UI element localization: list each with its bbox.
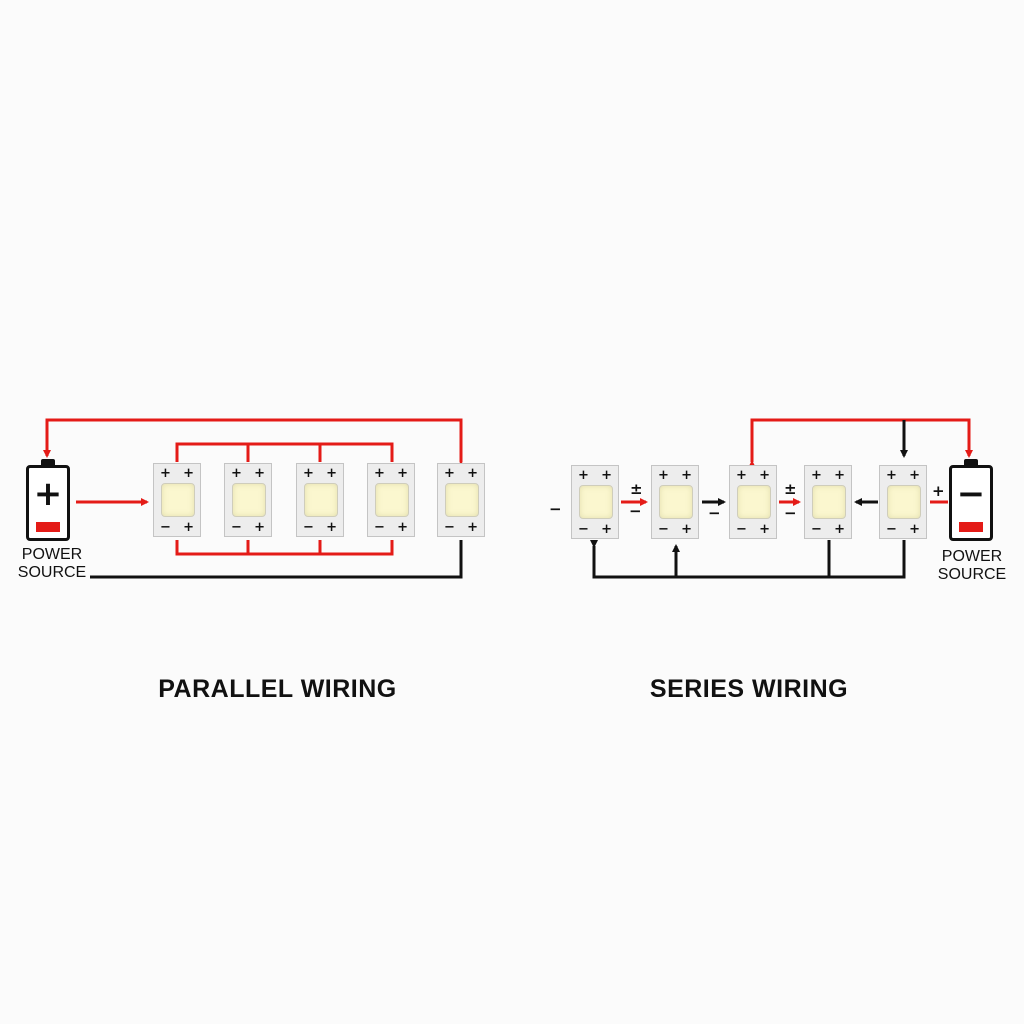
led-chip: [579, 485, 613, 519]
led-terminal-minus: −: [811, 522, 822, 537]
parallel-led-1: + + − +: [153, 463, 201, 537]
led-terminal-plus: +: [811, 468, 822, 483]
series-power-source-label: POWER SOURCE: [930, 548, 1014, 584]
led-terminal-plus: +: [183, 520, 194, 535]
series-led-4: + + − +: [804, 465, 852, 539]
led-chip: [232, 483, 266, 517]
series-led-2: + + − +: [651, 465, 699, 539]
led-terminal-plus: +: [601, 522, 612, 537]
series-sign-7: +: [932, 482, 945, 500]
led-terminal-plus: +: [444, 466, 455, 481]
led-terminal-plus: +: [886, 468, 897, 483]
parallel-led-5: + + − +: [437, 463, 485, 537]
power-label-line1: POWER: [21, 546, 83, 563]
power-label-line2: SOURCE: [17, 564, 87, 581]
series-sign-2: ±: [630, 480, 643, 498]
parallel-return-wire: [90, 540, 463, 579]
led-terminal-plus: +: [254, 466, 265, 481]
series-return-wire: [590, 540, 906, 579]
battery-cap: [964, 459, 978, 465]
led-terminal-minus: −: [736, 522, 747, 537]
led-chip: [375, 483, 409, 517]
series-sign-3: −: [629, 502, 642, 520]
led-terminal-plus: +: [397, 466, 408, 481]
led-chip: [445, 483, 479, 517]
led-chip: [887, 485, 921, 519]
led-terminal-plus: +: [374, 466, 385, 481]
led-terminal-plus: +: [736, 468, 747, 483]
led-terminal-minus: −: [578, 522, 589, 537]
power-label-line1: POWER: [941, 548, 1003, 565]
led-terminal-minus: −: [886, 522, 897, 537]
led-terminal-plus: +: [326, 520, 337, 535]
parallel-red-loop: [43, 418, 465, 468]
battery-symbol: +: [33, 474, 63, 514]
parallel-led-4: + + − +: [367, 463, 415, 537]
led-terminal-plus: +: [759, 468, 770, 483]
series-sign-1: −: [549, 500, 562, 518]
series-sign-5: ±: [784, 480, 797, 498]
parallel-power-source-label: POWER SOURCE: [10, 546, 94, 582]
led-terminal-plus: +: [326, 466, 337, 481]
battery-cap: [41, 459, 55, 465]
series-wiring-title: SERIES WIRING: [649, 675, 849, 703]
led-terminal-minus: −: [160, 520, 171, 535]
battery-symbol: −: [956, 474, 986, 514]
led-terminal-minus: −: [231, 520, 242, 535]
led-terminal-plus: +: [834, 468, 845, 483]
led-chip: [737, 485, 771, 519]
led-terminal-minus: −: [374, 520, 385, 535]
led-chip: [659, 485, 693, 519]
series-sign-6: −: [784, 504, 797, 522]
led-chip: [161, 483, 195, 517]
parallel-led-3: + + − +: [296, 463, 344, 537]
led-terminal-plus: +: [303, 466, 314, 481]
led-terminal-plus: +: [231, 466, 242, 481]
led-terminal-plus: +: [681, 522, 692, 537]
parallel-top-bus: [175, 442, 394, 462]
parallel-led-2: + + − +: [224, 463, 272, 537]
led-terminal-plus: +: [397, 520, 408, 535]
led-terminal-plus: +: [759, 522, 770, 537]
led-terminal-plus: +: [467, 520, 478, 535]
led-terminal-minus: −: [303, 520, 314, 535]
led-terminal-plus: +: [254, 520, 265, 535]
series-red-loop: [748, 418, 973, 468]
led-terminal-plus: +: [601, 468, 612, 483]
led-terminal-minus: −: [658, 522, 669, 537]
led-chip: [812, 485, 846, 519]
led-terminal-plus: +: [578, 468, 589, 483]
led-chip: [304, 483, 338, 517]
series-led-3: + + − +: [729, 465, 777, 539]
series-led-1: + + − +: [571, 465, 619, 539]
parallel-wiring-title: PARALLEL WIRING: [158, 675, 397, 703]
led-terminal-plus: +: [681, 468, 692, 483]
led-terminal-plus: +: [909, 522, 920, 537]
led-terminal-plus: +: [183, 466, 194, 481]
series-led-5: + + − +: [879, 465, 927, 539]
battery-level: [959, 522, 983, 532]
led-terminal-plus: +: [658, 468, 669, 483]
led-terminal-plus: +: [834, 522, 845, 537]
led-terminal-plus: +: [467, 466, 478, 481]
led-terminal-plus: +: [909, 468, 920, 483]
led-terminal-plus: +: [160, 466, 171, 481]
parallel-battery-icon: +: [26, 459, 70, 541]
power-label-line2: SOURCE: [937, 566, 1007, 583]
parallel-bottom-bus: [175, 540, 394, 556]
led-terminal-minus: −: [444, 520, 455, 535]
series-battery-icon: −: [949, 459, 993, 541]
battery-level: [36, 522, 60, 532]
series-sign-4: −: [708, 504, 721, 522]
